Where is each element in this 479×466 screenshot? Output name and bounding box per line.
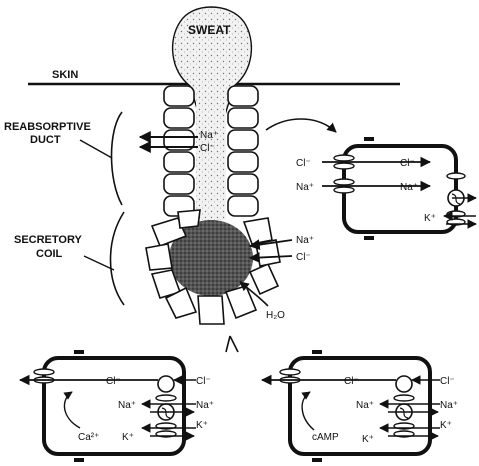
camp-label: cAMP [312,432,339,443]
camp-cell-cl-right: Cl⁻ [440,376,455,387]
duct-detail-na-left: Na⁺ [296,182,314,193]
duct-cell-detail [333,137,466,240]
coil-water-arrow [239,281,269,307]
camp-cell-cl-left: Cl⁻ [344,376,359,387]
duct-detail-k: K⁺ [424,213,436,224]
duct-left-cells [163,85,195,217]
duct-detail-na-right: Na⁺ [400,182,418,193]
ca-cell-na-right: Na⁺ [196,400,214,411]
ca-cell-cl-right: Cl⁻ [196,376,211,387]
reabsorptive-brace [110,111,123,206]
duct-cl-label: Cl⁻ [200,143,215,154]
duct-detail-cl-right: Cl⁻ [400,158,415,169]
skin-label: SKIN [52,69,78,81]
coil-cl-label: Cl⁻ [296,252,311,263]
secretory-label-2: COIL [36,248,63,260]
camp-cell-na-left: Na⁺ [356,400,374,411]
duct-detail-pointer [265,118,337,133]
secretory-coil [145,209,281,325]
duct-na-label: Na⁺ [200,130,218,141]
coil-na-arrow [248,239,293,250]
water-label: H₂O [266,310,285,321]
ca-cell-k-right: K⁺ [196,420,208,431]
duct-detail-cl-left: Cl⁻ [296,158,311,169]
reabsorptive-label-2: DUCT [30,134,61,146]
secretory-brace [109,211,125,306]
reabsorptive-leader [79,139,113,159]
duct-right-cells [227,85,259,217]
coil-cl-arrow [248,252,293,263]
sweat-label: SWEAT [188,23,231,37]
coil-cell-detail-ca [33,350,186,462]
coil-detail-fork [225,335,239,353]
ca-cell-k-left: K⁺ [122,432,134,443]
ca-label: Ca²⁺ [78,432,99,443]
coil-na-label: Na⁺ [296,235,314,246]
camp-cell-na-right: Na⁺ [440,400,458,411]
camp-cell-k-left: K⁺ [362,434,374,445]
coil-cell-detail-camp [279,350,432,462]
ca-cell-cl-left: Cl⁻ [106,376,121,387]
camp-cell-k-right: K⁺ [440,420,452,431]
secretory-label-1: SECRETORY [14,234,83,246]
secretory-leader [83,255,115,271]
reabsorptive-label-1: REABSORPTIVE [4,121,91,133]
ca-cell-na-left: Na⁺ [118,400,136,411]
